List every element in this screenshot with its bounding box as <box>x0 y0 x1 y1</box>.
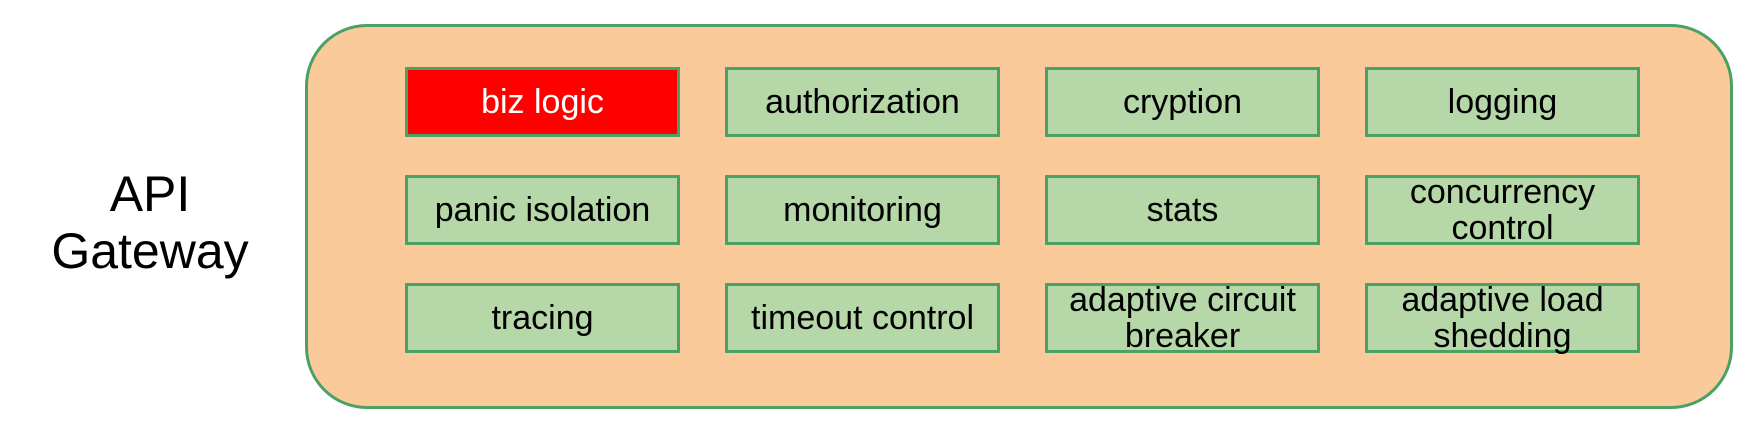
modules-grid: biz logic authorization cryption logging pan… <box>308 27 1730 406</box>
api-gateway-container: biz logic authorization cryption logging pan… <box>305 24 1733 409</box>
api-gateway-label-line1: API <box>109 166 191 222</box>
api-gateway-label: API Gateway <box>0 166 300 280</box>
module-box-adaptive-circuit-breaker: adaptive circuit breaker <box>1045 282 1320 354</box>
module-box-adaptive-load-shedding: adaptive load shedding <box>1365 282 1640 354</box>
api-gateway-label-line2: Gateway <box>51 223 249 279</box>
module-box-authorization: authorization <box>725 67 1000 137</box>
module-box-concurrency-control: concurrency control <box>1365 174 1640 246</box>
module-box-timeout-control: timeout control <box>725 283 1000 353</box>
module-box-tracing: tracing <box>405 283 680 353</box>
module-box-biz-logic: biz logic <box>405 67 680 137</box>
module-box-monitoring: monitoring <box>725 175 1000 245</box>
module-box-logging: logging <box>1365 67 1640 137</box>
module-box-cryption: cryption <box>1045 67 1320 137</box>
module-box-panic-isolation: panic isolation <box>405 175 680 245</box>
module-box-stats: stats <box>1045 175 1320 245</box>
